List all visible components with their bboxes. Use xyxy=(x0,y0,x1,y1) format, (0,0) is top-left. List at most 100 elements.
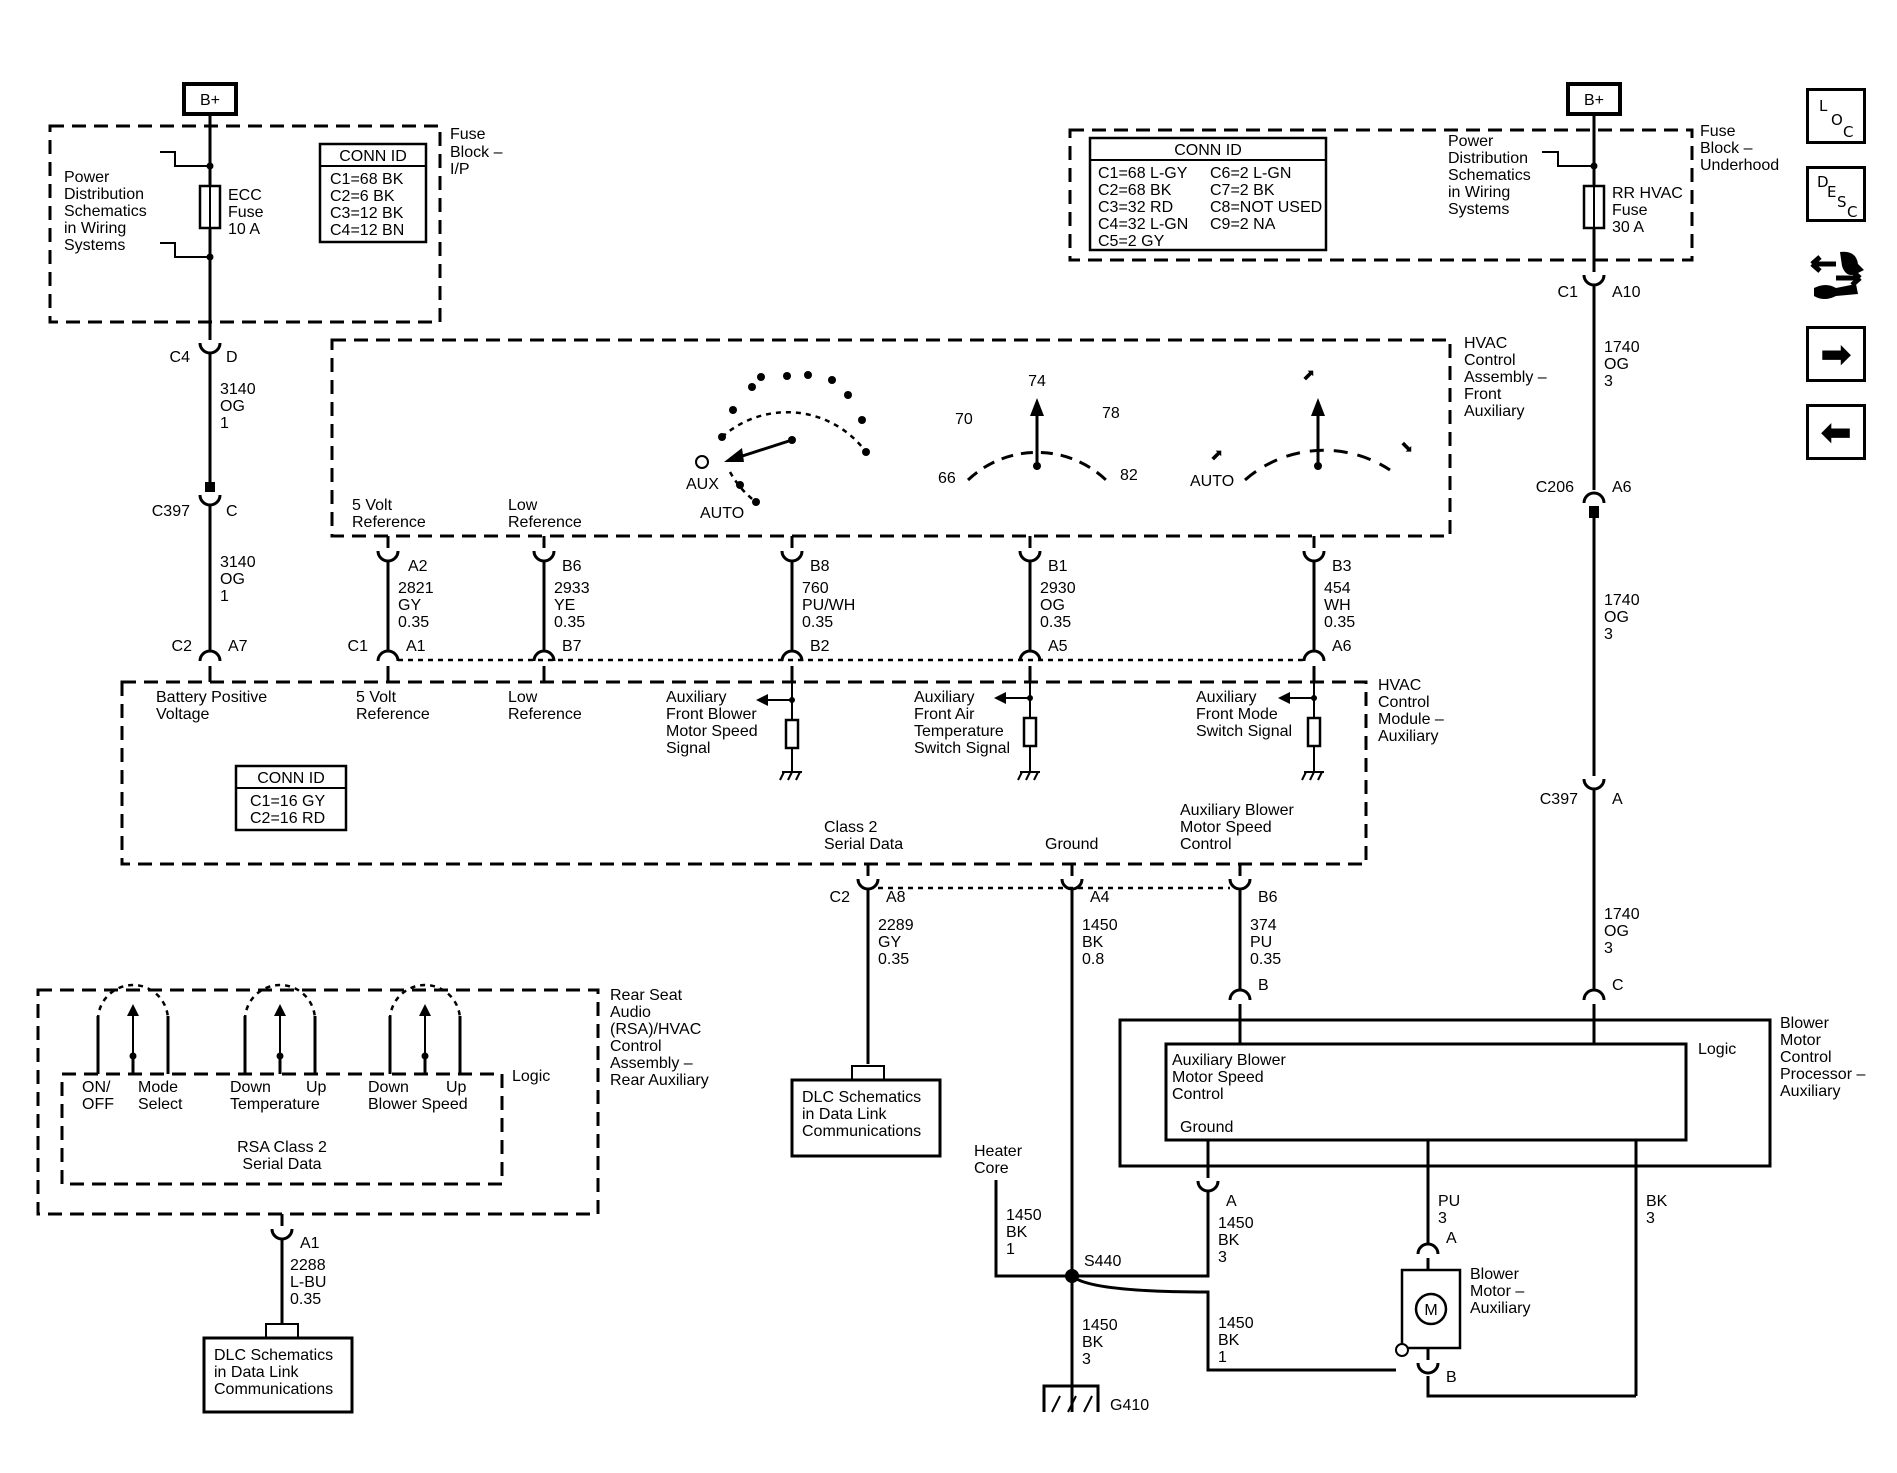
diagram-label: Module – xyxy=(1378,711,1444,728)
diagram-label: 2289 xyxy=(878,917,914,934)
fuse-block-ip: Fuse Block – I/P Power Distribution Sche… xyxy=(48,124,503,324)
diagram-label: B+ xyxy=(200,92,220,109)
diagram-label: C2=6 BK xyxy=(330,188,395,205)
diagram-label: C1=68 BK xyxy=(330,171,404,188)
diagram-label: A xyxy=(1446,1230,1457,1247)
diagram-label: Motor Speed xyxy=(1180,819,1272,836)
diagram-label: Up xyxy=(306,1079,327,1096)
diagram-label: OG xyxy=(220,398,245,415)
diagram-label: C9=2 NA xyxy=(1210,216,1276,233)
diagram-label: Auxiliary xyxy=(1470,1300,1530,1317)
diagram-label: 374 xyxy=(1250,917,1277,934)
diagram-label: 66 xyxy=(938,470,956,487)
diagram-label: WH xyxy=(1324,597,1351,614)
diagram-label: HVAC xyxy=(1464,335,1507,352)
diagram-label: C206 xyxy=(1536,479,1574,496)
diagram-label: 3140 xyxy=(220,381,256,398)
diagram-label: 74 xyxy=(1028,373,1046,390)
connector-tool-icon[interactable] xyxy=(1806,244,1866,304)
diagram-label: Ground xyxy=(1045,836,1098,853)
diagram-label: Low xyxy=(508,497,538,514)
diagram-label: Block – xyxy=(450,144,503,161)
diagram-label: BK xyxy=(1006,1224,1028,1241)
diagram-label: 2821 xyxy=(398,580,434,597)
diagram-label: Distribution xyxy=(1448,150,1528,167)
mode-selector: ⬈ ⬈ ⬊ AUTO xyxy=(1190,367,1413,490)
diagram-label: C2=68 BK xyxy=(1098,182,1172,199)
diagram-label: 2930 xyxy=(1040,580,1076,597)
mode-floor-icon: ⬈ xyxy=(1210,447,1223,464)
diagram-label: 3 xyxy=(1604,373,1613,390)
location-button[interactable]: L O C xyxy=(1806,88,1866,144)
mode-vent-icon: ⬈ xyxy=(1302,367,1315,384)
conn-id-table-underhood: CONN ID C1=68 L-GY C2=68 BK C3=32 RD C4=… xyxy=(1088,136,1328,252)
diagram-label: Down xyxy=(368,1079,409,1096)
diagram-label: 1 xyxy=(1218,1349,1227,1366)
diagram-label: in Wiring xyxy=(64,220,126,237)
diagram-label: Up xyxy=(446,1079,467,1096)
diagram-label: Fuse xyxy=(1700,123,1736,140)
diagram-label: C8=NOT USED xyxy=(1210,199,1322,216)
diagram-label: Rear Seat xyxy=(610,987,683,1004)
diagram-label: HVAC xyxy=(1378,677,1421,694)
desc-letter-d: D xyxy=(1817,173,1829,191)
diagram-label: Communications xyxy=(802,1123,921,1140)
diagram-label: Auxiliary Blower xyxy=(1172,1052,1286,1069)
bplus-right: B+ xyxy=(1566,82,1622,116)
diagram-label: Mode xyxy=(138,1079,178,1096)
diagram-label: Control xyxy=(1180,836,1232,853)
diagram-label: Fuse xyxy=(1612,202,1648,219)
diagram-label: Reference xyxy=(352,514,426,531)
diagram-label: A4 xyxy=(1090,889,1110,906)
desc-letter-c: C xyxy=(1847,203,1858,221)
previous-page-arrow-icon[interactable]: ⬅ xyxy=(1806,404,1866,460)
diagram-label: 1450 xyxy=(1006,1207,1042,1224)
diagram-label: 3 xyxy=(1218,1249,1227,1266)
diagram-label: 0.35 xyxy=(1324,614,1355,631)
diagram-label: Reference xyxy=(508,706,582,723)
diagram-label: (RSA)/HVAC xyxy=(610,1021,701,1038)
diagram-label: A10 xyxy=(1612,284,1641,301)
diagram-label: Core xyxy=(974,1160,1009,1177)
diagram-label: A5 xyxy=(1048,638,1068,655)
diagram-label: A xyxy=(1226,1193,1237,1210)
diagram-label: Communications xyxy=(214,1381,333,1398)
diagram-label: Front Mode xyxy=(1196,706,1278,723)
diagram-label: 1 xyxy=(220,588,229,605)
diagram-label: 1450 xyxy=(1082,917,1118,934)
diagram-label: 0.35 xyxy=(398,614,429,631)
diagram-label: Battery Positive xyxy=(156,689,267,706)
diagram-label: C4=12 BN xyxy=(330,222,404,239)
diagram-label: B6 xyxy=(1258,889,1278,906)
diagram-label: Logic xyxy=(512,1068,550,1085)
diagram-label: C3=12 BK xyxy=(330,205,404,222)
diagram-label: Control xyxy=(1378,694,1430,711)
dlc-schematics-box-1[interactable]: DLC Schematics in Data Link Communicatio… xyxy=(790,1078,942,1158)
diagram-label: Control xyxy=(1464,352,1516,369)
diagram-label: Low xyxy=(508,689,538,706)
diagram-label: Assembly – xyxy=(610,1055,693,1072)
desc-letter-s: S xyxy=(1837,193,1847,211)
diagram-label: I/P xyxy=(450,161,470,178)
diagram-label: 0.35 xyxy=(1250,951,1281,968)
description-button[interactable]: D E S C xyxy=(1806,166,1866,222)
dlc-schematics-box-2[interactable]: DLC Schematics in Data Link Communicatio… xyxy=(202,1336,354,1414)
diagram-label: Front xyxy=(1464,386,1502,403)
diagram-label: Systems xyxy=(1448,201,1509,218)
diagram-label: A7 xyxy=(228,638,248,655)
ground-circuit: Heater Core 1450 BK 1 S440 1450 BK 1 145… xyxy=(974,1143,1396,1414)
next-page-arrow-icon[interactable]: ➡ xyxy=(1806,326,1866,382)
diagram-label: Auxiliary xyxy=(1780,1083,1840,1100)
diagram-label: A2 xyxy=(408,558,428,575)
diagram-label: OG xyxy=(1040,597,1065,614)
diagram-label: 1 xyxy=(1006,1241,1015,1258)
diagram-label: DLC Schematics xyxy=(802,1089,921,1106)
diagram-label: C2 xyxy=(830,889,851,906)
diagram-label: OG xyxy=(220,571,245,588)
mode-defrost-icon: ⬊ xyxy=(1400,439,1413,456)
diagram-label: Front Air xyxy=(914,706,975,723)
diagram-label: 1450 xyxy=(1218,1215,1254,1232)
diagram-label: C4=32 L-GN xyxy=(1098,216,1188,233)
diagram-label: C6=2 L-GN xyxy=(1210,165,1291,182)
